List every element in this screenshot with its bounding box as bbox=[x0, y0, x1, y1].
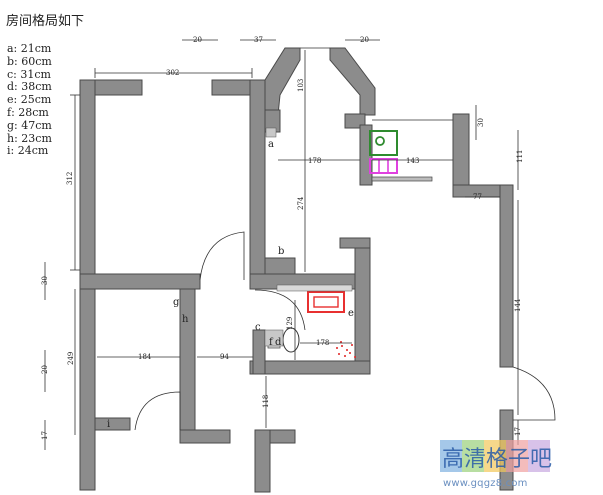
toilet-icon bbox=[282, 327, 300, 353]
wall-bath-right-cap bbox=[339, 237, 371, 249]
dim-height-17: 17 bbox=[41, 431, 49, 440]
wall-bath-left bbox=[252, 329, 266, 375]
point-label-e: e bbox=[348, 308, 354, 319]
dimension-labels: 20 37 20 302 312 103 274 178 143 30 111 … bbox=[41, 36, 524, 440]
wall-bottom-stub-post bbox=[254, 429, 271, 493]
wall-right-outer bbox=[499, 184, 514, 368]
legend-item-c: c: 31cm bbox=[7, 67, 51, 81]
wall-right-post bbox=[452, 113, 470, 195]
dim-width-302: 302 bbox=[166, 69, 179, 77]
wall-inner-vertical bbox=[249, 79, 266, 281]
dim-height-30-left: 30 bbox=[41, 276, 49, 285]
fixtures bbox=[264, 127, 398, 358]
niche-a bbox=[265, 127, 277, 138]
dim-height-20: 20 bbox=[41, 365, 49, 374]
dim-height-118: 118 bbox=[262, 395, 270, 408]
point-label-h: h bbox=[182, 314, 189, 325]
point-label-d: d bbox=[275, 337, 282, 348]
point-labels: a b c d e f g h i bbox=[107, 139, 354, 430]
dim-top-37: 37 bbox=[254, 36, 263, 44]
point-label-c: c bbox=[255, 322, 261, 333]
legend-item-h: h: 23cm bbox=[7, 131, 52, 145]
dim-height-17-right: 17 bbox=[514, 427, 522, 436]
doors bbox=[134, 47, 556, 431]
dim-top-20-right: 20 bbox=[360, 36, 369, 44]
svg-text:高清格子吧: 高清格子吧 bbox=[442, 447, 552, 472]
niche-d bbox=[264, 329, 284, 347]
door-bedroom-main bbox=[199, 231, 245, 281]
dim-top-20-left: 20 bbox=[193, 36, 202, 44]
wall-bath-bottom bbox=[249, 360, 371, 375]
point-label-a: a bbox=[268, 139, 274, 150]
dim-width-184: 184 bbox=[138, 353, 152, 361]
bathtub-inner bbox=[313, 296, 339, 308]
legend-item-g: g: 47cm bbox=[7, 118, 52, 132]
dim-height-249: 249 bbox=[67, 352, 75, 365]
door-right bbox=[512, 366, 556, 421]
dim-height-30-right: 30 bbox=[477, 118, 485, 127]
washer-box bbox=[369, 130, 398, 156]
corridor-rug bbox=[276, 284, 353, 292]
watermark-url: www.gqgz8.com bbox=[443, 478, 528, 489]
point-label-b: b bbox=[278, 246, 284, 257]
legend-item-f: f: 28cm bbox=[7, 105, 49, 119]
dim-width-143: 143 bbox=[406, 157, 419, 165]
dim-width-178-top: 178 bbox=[308, 157, 321, 165]
wall-bay-right bbox=[329, 47, 376, 116]
page-title: 房间格局如下 bbox=[6, 14, 85, 29]
wall-bottom-left bbox=[94, 417, 131, 431]
dim-height-129: 129 bbox=[286, 317, 294, 330]
point-label-i: i bbox=[107, 419, 110, 430]
balcony-rail bbox=[371, 176, 433, 182]
legend-item-a: a: 21cm bbox=[7, 42, 52, 55]
legend: a: 21cm b: 60cm c: 31cm d: 38cm e: 25cm … bbox=[7, 42, 52, 158]
wall-corridor-b bbox=[264, 257, 296, 275]
watermark-logo: 高清格子吧 bbox=[440, 440, 552, 472]
walls bbox=[79, 47, 514, 493]
wall-bay-left bbox=[264, 47, 301, 116]
legend-item-i: i: 24cm bbox=[7, 144, 49, 158]
dim-height-103: 103 bbox=[297, 79, 305, 92]
dim-height-274: 274 bbox=[297, 196, 305, 210]
dimension-lines bbox=[44, 39, 519, 450]
wall-bath-right bbox=[354, 237, 371, 375]
legend-item-d: d: 38cm bbox=[7, 80, 52, 94]
dim-width-178-bath: 178 bbox=[316, 339, 329, 347]
wall-lower-inner bbox=[179, 288, 196, 440]
dim-height-111: 111 bbox=[516, 150, 524, 163]
bench-box bbox=[369, 158, 398, 174]
dim-height-144: 144 bbox=[514, 298, 522, 312]
washer-drum-icon bbox=[375, 136, 385, 146]
legend-item-e: e: 25cm bbox=[7, 93, 52, 107]
dim-width-77: 77 bbox=[473, 193, 482, 201]
dim-width-94: 94 bbox=[220, 353, 229, 361]
door-bath bbox=[254, 289, 306, 331]
bathtub-box bbox=[307, 291, 345, 313]
point-label-g: g bbox=[173, 297, 180, 308]
point-label-f: f bbox=[269, 337, 274, 348]
wall-left-divider bbox=[79, 273, 201, 290]
floor-tiles bbox=[336, 341, 356, 358]
dim-height-312: 312 bbox=[66, 172, 74, 185]
legend-item-b: b: 60cm bbox=[7, 54, 52, 68]
door-lower bbox=[134, 391, 181, 431]
wall-lower-inner-foot bbox=[179, 429, 231, 444]
